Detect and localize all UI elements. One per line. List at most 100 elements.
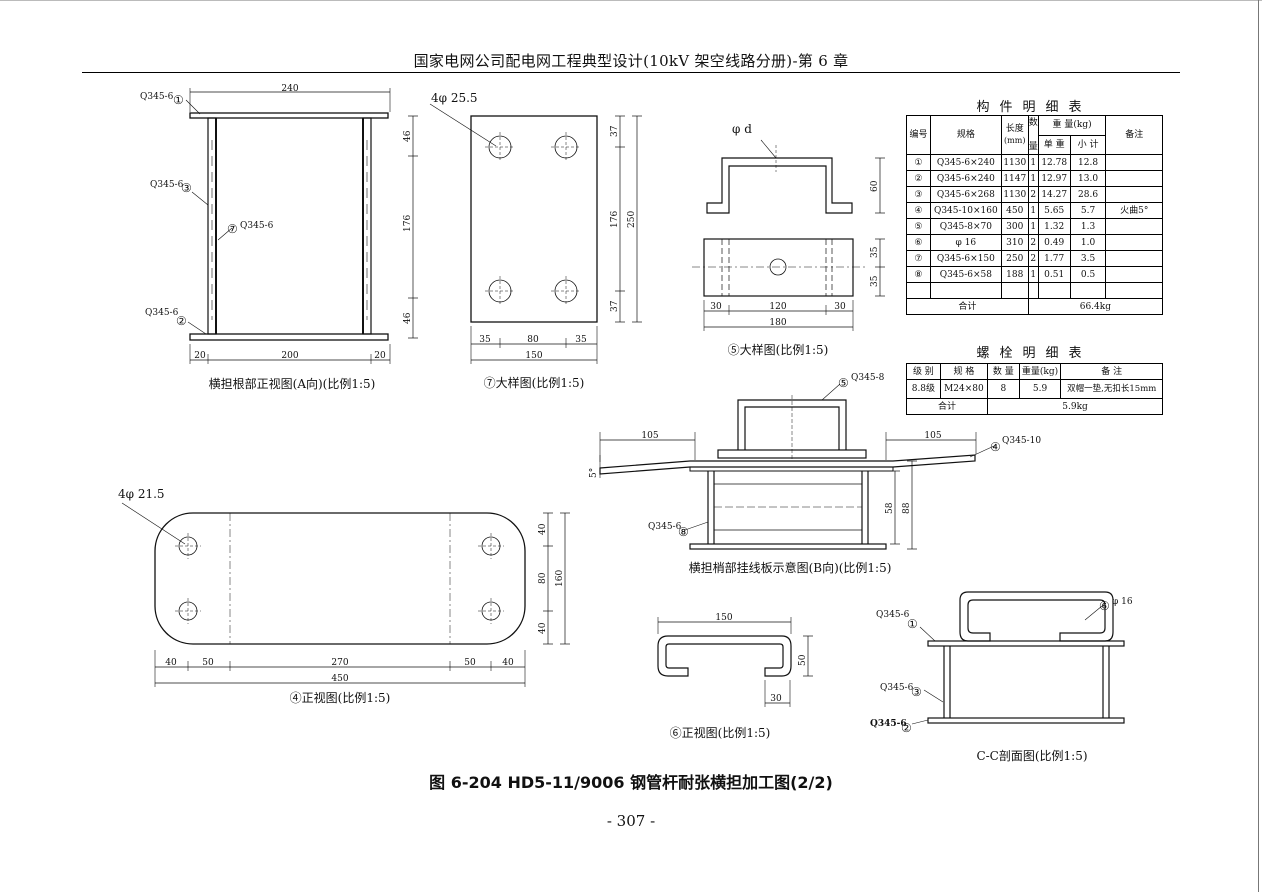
view-b-dim-v3: 37 [610,300,620,312]
cell-no: ⑧ [906,266,931,283]
cell-spec: Q345-6×150 [929,250,1002,267]
bolt-header-note: 备 注 [1060,363,1163,380]
cell-note [1105,234,1163,251]
view-c-title: ⑤大样图(比例1:5) [728,342,829,357]
bolt-header-spec: 规 格 [939,363,989,380]
view-e-plate [154,512,526,645]
view-f: 150 50 30 ⑥正视图(比例1:5) [657,613,813,740]
view-d-dim-right: 105 [924,431,941,441]
cell-spec: Q345-10×160 [929,202,1002,219]
parts-table-total-row: 合计 66.4kg [906,298,1164,315]
view-c-dim-width: 180 [769,318,786,328]
cell-length: 300 [1000,218,1029,235]
view-b-dim-b1: 35 [479,335,491,345]
cell-qty: 1 [1027,218,1039,235]
cell-qty: 1 [1027,266,1039,283]
view-b-hole-label: 4φ 25.5 [431,91,478,105]
view-d-num-top: ⑤ [838,376,849,390]
view-a-dim-width: 240 [281,84,298,94]
view-g-u-bar [959,591,1114,642]
view-b-dim-total: 250 [627,211,637,228]
cell-no: ③ [906,186,931,203]
cell-subtotal: 13.0 [1069,170,1107,187]
view-b-dim-width: 150 [525,351,542,361]
view-a: 240 46 176 46 20 200 20 Q345-6 ① Q345-6 … [140,84,418,391]
header-qty-text2: 量 [1028,142,1038,152]
cell-no: ⑤ [906,218,931,235]
page-top-edge [0,0,1262,1]
view-c-dim-r2: 35 [870,275,880,287]
view-d-num-right: ④ [990,440,1001,454]
cell-note [1105,218,1163,235]
view-e-hole-label: 4φ 21.5 [118,487,165,501]
view-e-dim-r3: 40 [538,622,548,634]
view-d-label-left: Q345-6 [648,522,682,532]
view-b-dim-b2: 80 [527,335,539,345]
view-c-dim-height: 60 [870,180,880,192]
view-c-bent-plate [706,157,853,214]
cell-subtotal: 5.7 [1069,202,1107,219]
view-e-title: ④正视图(比例1:5) [290,690,391,705]
view-e-dim-r2: 80 [538,572,548,584]
view-g-num-bottom: ② [901,721,912,735]
view-e-dim-r1: 40 [538,523,548,535]
cell-note [1105,170,1163,187]
header-no: 编号 [906,115,931,155]
cell-no: ① [906,154,931,171]
cell-note [1105,186,1163,203]
bolt-table-header-row: 级 别 规 格 数 量 重量(kg) 备 注 [906,363,1163,380]
parts-total-value: 66.4kg [1027,298,1164,315]
table-row-empty [906,282,1163,299]
view-a-bottom-label: Q345-6 [145,308,179,318]
view-b-plate [470,115,598,323]
cell-length: 188 [1000,266,1029,283]
cell-subtotal: 1.0 [1069,234,1107,251]
view-f-dim-height: 50 [798,654,808,666]
bolt-header-grade: 级 别 [906,363,941,380]
view-b-title: ⑦大样图(比例1:5) [484,375,585,390]
cell-spec: Q345-6×240 [929,154,1002,171]
cell-unit: 1.32 [1037,218,1071,235]
view-d-main-plate [599,454,976,475]
cell-qty: 1 [1027,170,1039,187]
header-qty-text: 数 [1028,118,1038,128]
cell-unit: 12.97 [1037,170,1071,187]
bolt-header-weight: 重量(kg) [1018,363,1062,380]
cell-subtotal: 1.3 [1069,218,1107,235]
view-g-label-bottom: Q345-6 [870,719,907,729]
cell-subtotal: 28.6 [1069,186,1107,203]
bolt-table-total-row: 合计 5.9kg [905,398,1163,415]
view-g-label-top: Q345-6 [876,610,910,620]
view-a-dim-h2: 176 [403,215,413,232]
bolt-header-qty: 数 量 [987,363,1020,380]
cell-spec: Q345-6×268 [929,186,1002,203]
parts-table-header-row: 编号 规格 长度(mm) 数量 重 量(kg) 备注 [906,115,1163,155]
view-d-angle: 5° [589,468,599,478]
view-a-dim-b3: 20 [374,351,386,361]
view-d-dim-left: 105 [641,431,658,441]
view-a-left-num: ③ [181,181,192,195]
cell-length: 450 [1000,202,1029,219]
header-unit: 单 重 [1037,134,1071,155]
cell-length: 250 [1000,250,1029,267]
parts-table-title: 构件明细表 [976,100,1092,115]
cell-qty: 2 [1027,250,1039,267]
bolt-cell-weight: 5.9 [1018,379,1062,399]
view-a-dim-b2: 200 [281,351,298,361]
view-a-dim-h1: 46 [403,130,413,142]
parts-total-label: 合计 [906,298,1029,315]
view-g: Q345-6 ① ⑥ φ 16 Q345-6 ③ Q345-6 ② C-C剖面图… [870,591,1133,763]
cell-unit: 14.27 [1037,186,1071,203]
cell-length: 1130 [1000,186,1029,203]
cell-spec: Q345-6×58 [929,266,1002,283]
cell-unit: 5.65 [1037,202,1071,219]
view-e-dim-width: 450 [331,674,348,684]
view-a-top-label: Q345-6 [140,92,174,102]
view-g-bottom-plate [927,717,1125,724]
cell-spec: Q345-8×70 [929,218,1002,235]
